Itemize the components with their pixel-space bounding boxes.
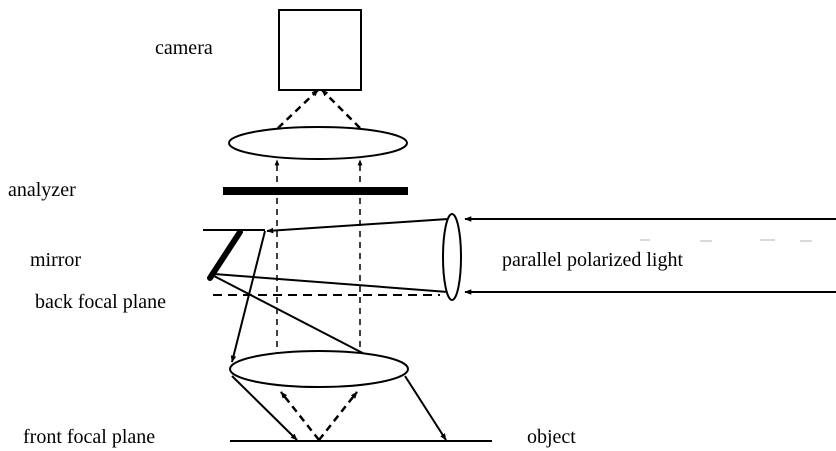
camera-box [278, 9, 362, 91]
label-analyzer: analyzer [8, 179, 76, 201]
object-rays [231, 375, 447, 441]
label-object: object [527, 426, 576, 448]
parallel-dashed-rays [274, 159, 363, 358]
condenser-lens [442, 213, 462, 301]
objective-lens [229, 350, 409, 388]
reflected-dashed-rays [280, 391, 358, 441]
mirror [207, 229, 243, 281]
label-parallel-polarized-light: parallel polarized light [502, 249, 684, 271]
label-front-focal-plane: front focal plane [23, 426, 156, 448]
label-back-focal-plane: back focal plane [35, 291, 167, 313]
faint-marks [640, 239, 812, 242]
label-mirror: mirror [30, 249, 82, 271]
tube-lens [228, 126, 408, 160]
illumination-rays [213, 230, 381, 363]
analyzer-plate [223, 187, 408, 195]
label-camera: camera [155, 37, 213, 59]
incoming-light-rays [213, 216, 836, 295]
camera-rays [277, 89, 361, 129]
